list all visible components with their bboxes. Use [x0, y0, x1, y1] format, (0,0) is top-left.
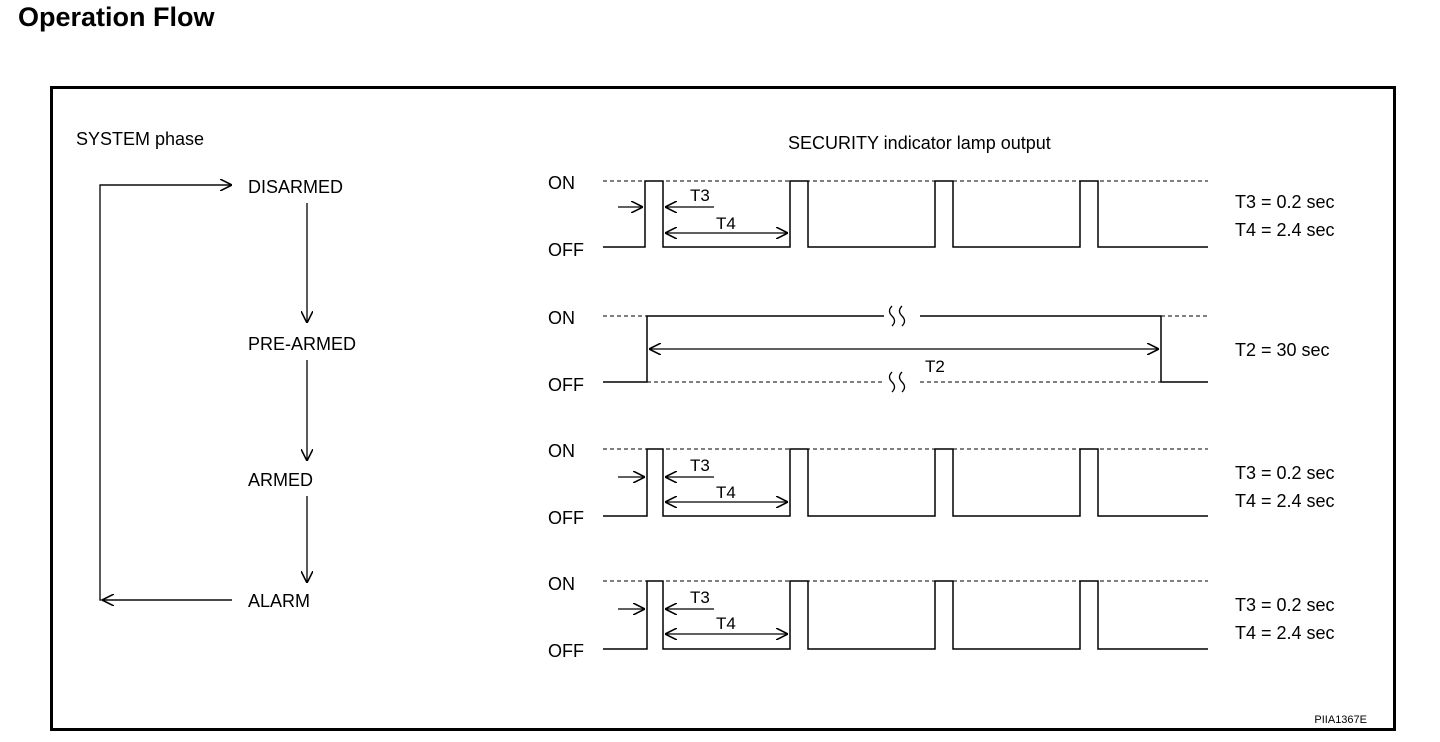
t3-label: T3	[690, 186, 710, 205]
phase-disarmed-label: DISARMED	[248, 177, 343, 197]
off-label: OFF	[548, 240, 584, 260]
time-break-mark-top	[884, 305, 920, 327]
system-phase-heading: SYSTEM phase	[76, 129, 204, 149]
phase-pre-armed-label: PRE-ARMED	[248, 334, 356, 354]
phase-armed-label: ARMED	[248, 470, 313, 490]
lamp-waveform	[603, 580, 1208, 650]
lamp-row-pre-armed: ON OFF T2 T2 = 30 sec	[548, 305, 1330, 395]
t3-note: T3 = 0.2 sec	[1235, 595, 1335, 615]
diagram-frame	[50, 86, 1396, 731]
lamp-row-alarm: ON OFF T3 T4 T3 = 0.2 sec T4 = 2.4 sec	[548, 574, 1335, 661]
t2-note: T2 = 30 sec	[1235, 340, 1330, 360]
on-label: ON	[548, 173, 575, 193]
lamp-waveform	[603, 180, 1208, 248]
t2-label: T2	[925, 357, 945, 376]
t3-label: T3	[690, 588, 710, 607]
page-title: Operation Flow	[18, 2, 215, 32]
lamp-row-disarmed: ON OFF T3 T4 T3 = 0.2 sec T4 = 2.4 sec	[548, 173, 1335, 260]
t3-note: T3 = 0.2 sec	[1235, 463, 1335, 483]
lamp-output-heading: SECURITY indicator lamp output	[788, 133, 1051, 153]
lamp-waveform	[603, 448, 1208, 517]
phase-flow-arrows	[99, 184, 307, 601]
on-label: ON	[548, 574, 575, 594]
time-break-mark-bottom	[884, 371, 920, 393]
phase-alarm-label: ALARM	[248, 591, 310, 611]
t4-label: T4	[716, 483, 736, 502]
t4-label: T4	[716, 214, 736, 233]
lamp-row-armed: ON OFF T3 T4 T3 = 0.2 sec T4 = 2.4 sec	[548, 441, 1335, 528]
on-label: ON	[548, 441, 575, 461]
t4-note: T4 = 2.4 sec	[1235, 220, 1335, 240]
off-label: OFF	[548, 641, 584, 661]
arrow-alarm-to-disarmed-return	[99, 184, 232, 601]
on-label: ON	[548, 308, 575, 328]
t3-note: T3 = 0.2 sec	[1235, 192, 1335, 212]
figure-code: PIIA1367E	[1314, 714, 1367, 726]
off-label: OFF	[548, 375, 584, 395]
t4-label: T4	[716, 614, 736, 633]
t4-note: T4 = 2.4 sec	[1235, 623, 1335, 643]
off-label: OFF	[548, 508, 584, 528]
t4-note: T4 = 2.4 sec	[1235, 491, 1335, 511]
t3-label: T3	[690, 456, 710, 475]
